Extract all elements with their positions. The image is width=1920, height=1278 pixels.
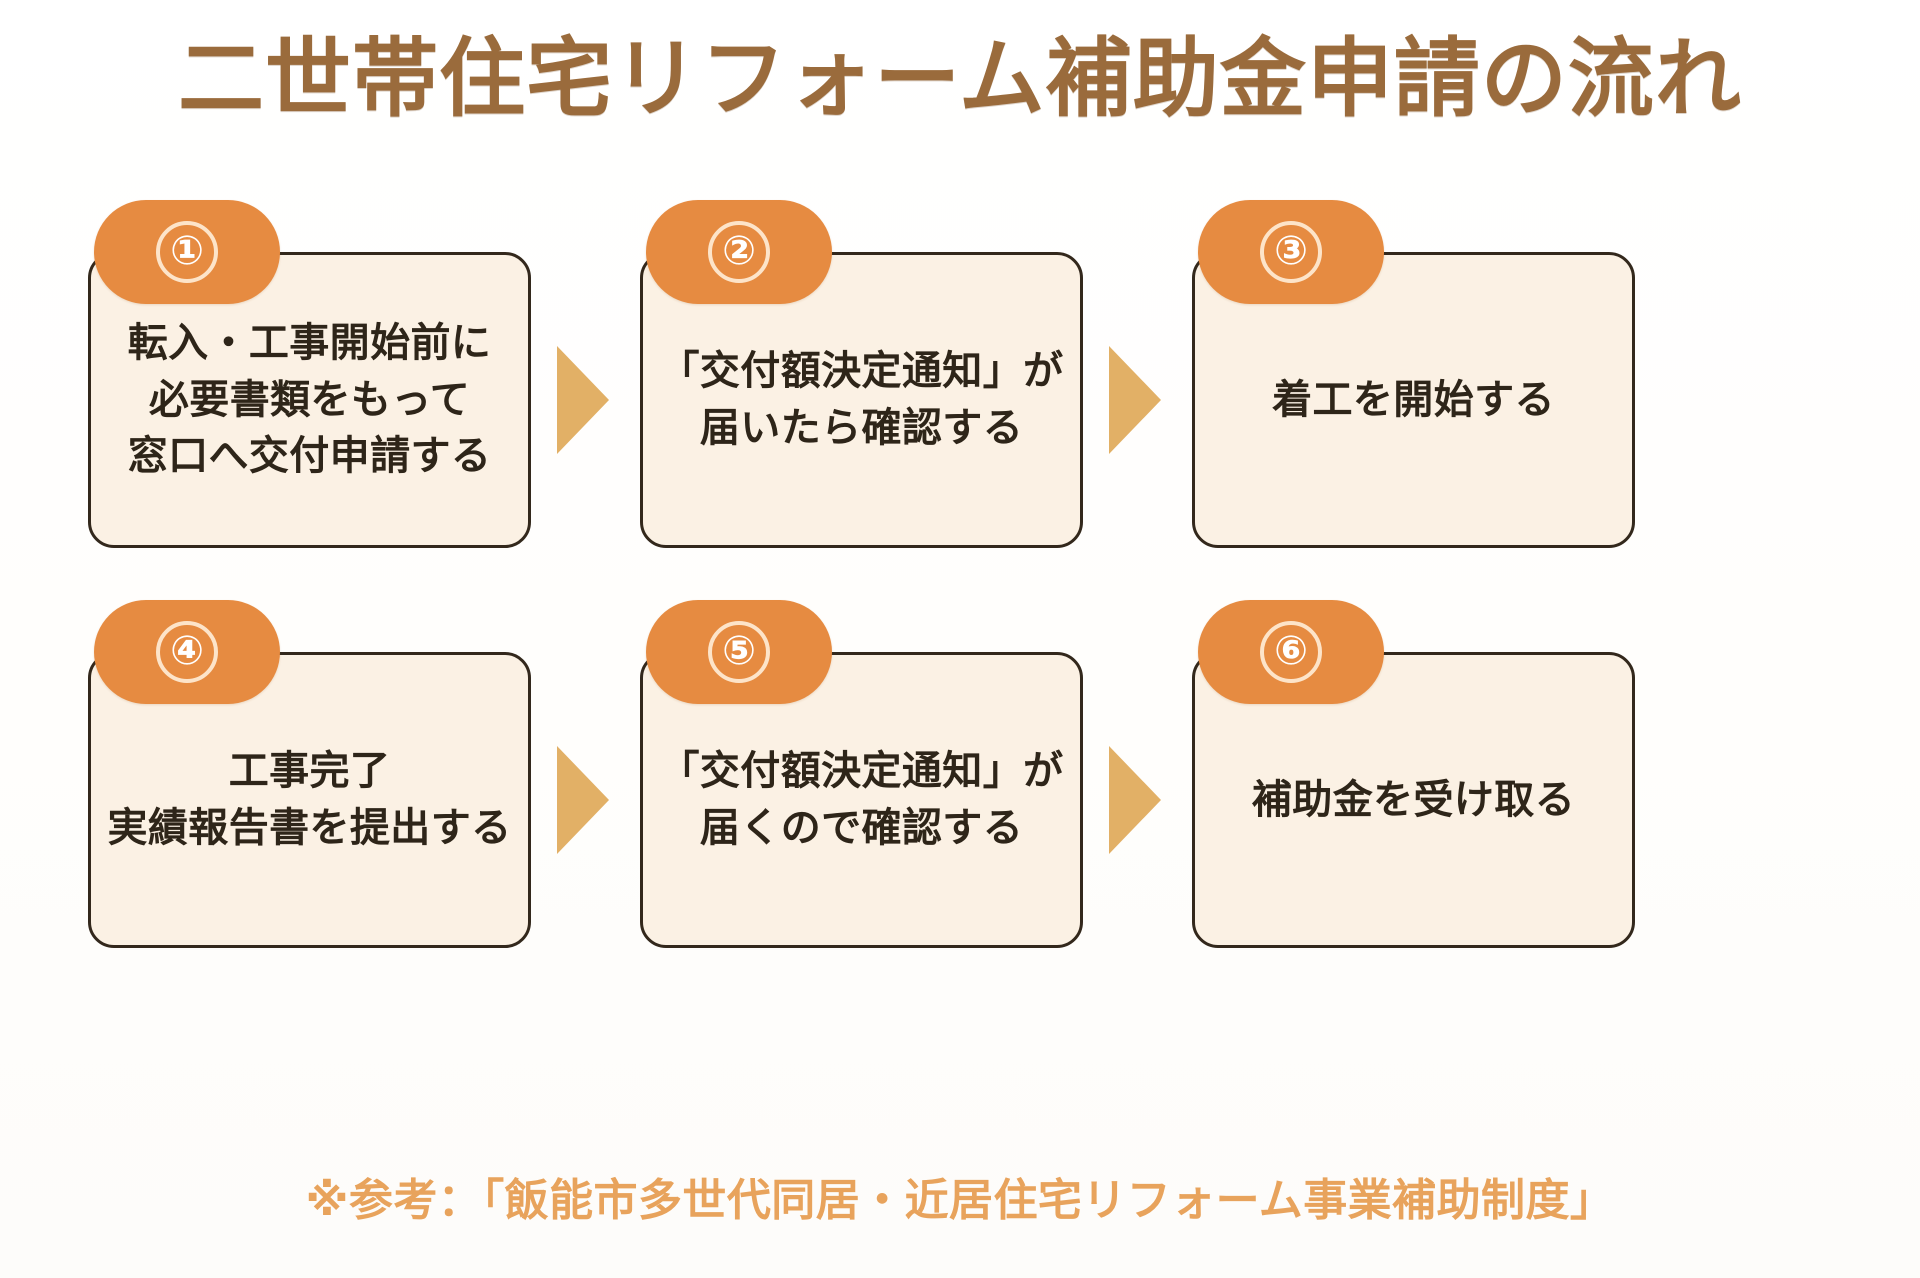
step-number-badge-6: ⑥ — [1198, 600, 1384, 704]
arrow-right-icon — [557, 746, 609, 854]
card-body-3: 着工を開始する — [1192, 252, 1635, 548]
arrow-right-icon — [1109, 746, 1161, 854]
card-text-5: 「交付額決定通知」が 届くので確認する — [659, 749, 1064, 850]
arrow-right-icon — [557, 346, 609, 454]
card-text-1: 転入・工事開始前に 必要書類をもって 窓口へ交付申請する — [127, 320, 492, 479]
steps-row-1: 転入・工事開始前に 必要書類をもって 窓口へ交付申請する ① 「交付額決定通知」… — [88, 200, 1836, 548]
arrow-gap-4-5 — [531, 600, 640, 948]
arrow-gap-2-3 — [1083, 200, 1192, 548]
card-body-5: 「交付額決定通知」が 届くので確認する — [640, 652, 1083, 948]
step-number-4: ④ — [156, 621, 218, 683]
card-body-1: 転入・工事開始前に 必要書類をもって 窓口へ交付申請する — [88, 252, 531, 548]
step-number-badge-4: ④ — [94, 600, 280, 704]
arrow-gap-1-2 — [531, 200, 640, 548]
step-card-5: 「交付額決定通知」が 届くので確認する ⑤ — [640, 600, 1083, 948]
steps-row-2: 工事完了 実績報告書を提出する ④ 「交付額決定通知」が 届くので確認する ⑤ — [88, 600, 1836, 948]
step-card-4: 工事完了 実績報告書を提出する ④ — [88, 600, 531, 948]
card-text-3: 着工を開始する — [1272, 377, 1555, 422]
steps-grid: 転入・工事開始前に 必要書類をもって 窓口へ交付申請する ① 「交付額決定通知」… — [88, 200, 1836, 948]
arrow-gap-5-6 — [1083, 600, 1192, 948]
card-text-4: 工事完了 実績報告書を提出する — [107, 749, 512, 850]
step-number-6: ⑥ — [1260, 621, 1322, 683]
step-number-badge-1: ① — [94, 200, 280, 304]
page-title: 二世帯住宅リフォーム補助金申請の流れ — [178, 31, 1742, 127]
arrow-right-icon — [1109, 346, 1161, 454]
step-number-1: ① — [156, 221, 218, 283]
step-card-6: 補助金を受け取る ⑥ — [1192, 600, 1635, 948]
card-text-2: 「交付額決定通知」が 届いたら確認する — [659, 349, 1064, 450]
step-number-badge-2: ② — [646, 200, 832, 304]
card-text-6: 補助金を受け取る — [1251, 777, 1576, 822]
step-number-badge-5: ⑤ — [646, 600, 832, 704]
step-number-2: ② — [708, 221, 770, 283]
step-number-3: ③ — [1260, 221, 1322, 283]
step-number-badge-3: ③ — [1198, 200, 1384, 304]
step-card-2: 「交付額決定通知」が 届いたら確認する ② — [640, 200, 1083, 548]
step-number-5: ⑤ — [708, 621, 770, 683]
source-footnote: ※参考：「飯能市多世代同居・近居住宅リフォーム事業補助制度」 — [305, 1176, 1615, 1225]
step-card-1: 転入・工事開始前に 必要書類をもって 窓口へ交付申請する ① — [88, 200, 531, 548]
step-card-3: 着工を開始する ③ — [1192, 200, 1635, 548]
